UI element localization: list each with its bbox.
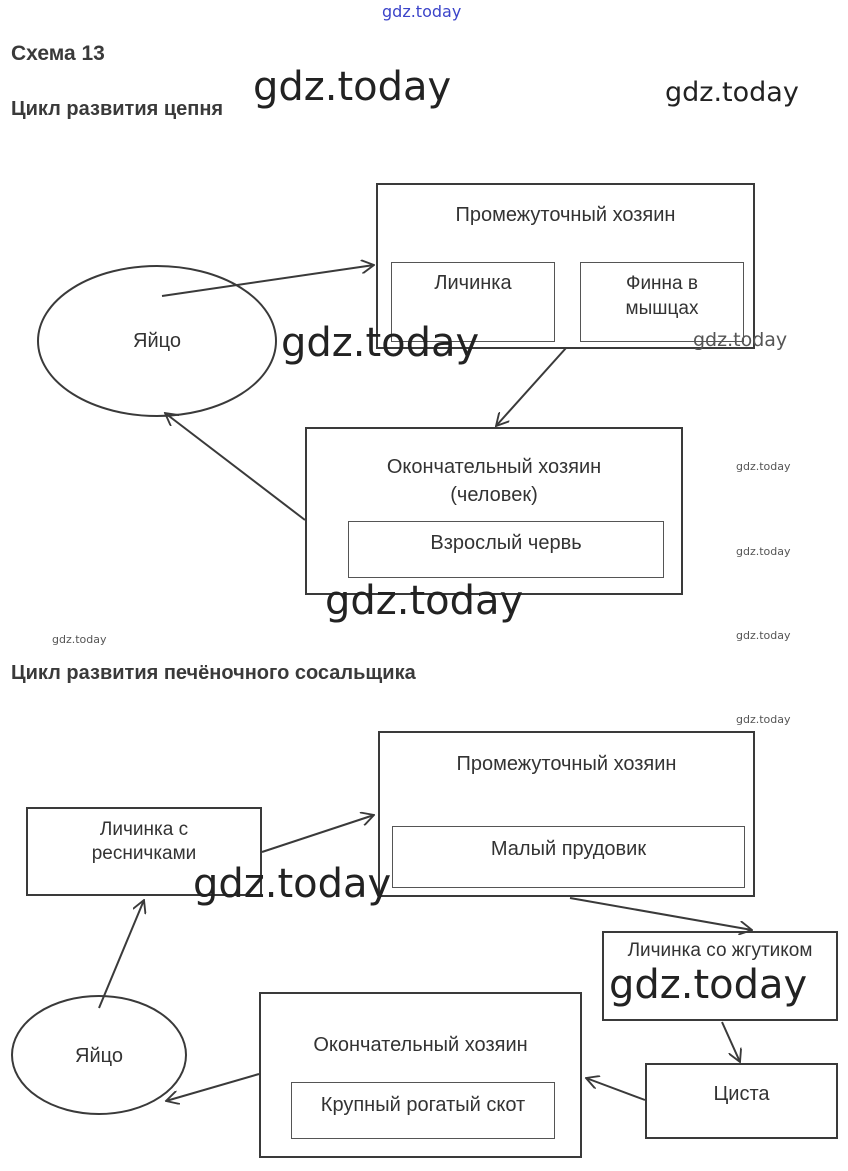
intermediate-host-label-2: Промежуточный хозяин [456, 753, 677, 775]
larva-label: Личинка [434, 272, 512, 294]
adult-worm-box [348, 521, 664, 578]
larva-box [391, 262, 555, 342]
arrow-final-to-egg [165, 413, 306, 521]
flagellum-larva-label: Личинка со жгутиком [627, 940, 813, 961]
arrow-intermediate-to-flagellum-larva [569, 897, 752, 930]
egg-label-1: Яйцо [133, 330, 181, 352]
finna-box [580, 262, 744, 342]
intermediate-host-box-1 [376, 183, 755, 349]
watermark-top: gdz.today [382, 2, 462, 21]
intermediate-host-label-1: Промежуточный хозяин [455, 204, 676, 226]
adult-worm-label: Взрослый червь [430, 532, 582, 554]
snail-label: Малый прудовик [490, 838, 647, 860]
page-title: Схема 13 [11, 42, 105, 65]
cilia-larva-label-line2: ресничками [91, 843, 197, 864]
arrow-flagellum-larva-to-cyst [721, 1021, 740, 1062]
egg-ellipse-1 [37, 265, 277, 417]
finna-label-line1: Финна в [626, 273, 698, 294]
cilia-larva-label-line1: Личинка с [99, 819, 189, 840]
final-host-label-line1: Окончательный хозяин [386, 456, 602, 478]
watermark-tiny: gdz.today [736, 460, 791, 473]
arrow-egg-to-intermediate [161, 265, 374, 297]
watermark-large: gdz.today [281, 320, 480, 366]
cyst-label: Циста [713, 1083, 770, 1105]
watermark-medium: gdz.today [665, 77, 799, 108]
watermark-large: gdz.today [609, 962, 808, 1008]
flagellum-larva-box [602, 931, 838, 1021]
egg-ellipse-2 [11, 995, 187, 1115]
arrow-cyst-to-final-host [586, 1078, 646, 1101]
arrow-egg-to-cilia-larva [98, 900, 144, 1009]
watermark-tiny: gdz.today [52, 633, 107, 646]
watermark-small: gdz.today [693, 329, 788, 351]
finna-label-line2: мышцах [625, 298, 699, 319]
arrow-final-host-to-egg [166, 1073, 260, 1101]
watermark-tiny: gdz.today [736, 545, 791, 558]
final-host-label-line2: (человек) [450, 484, 538, 506]
arrow-cilia-larva-to-intermediate [261, 815, 374, 853]
cyst-box [645, 1063, 838, 1139]
final-host-box-2 [259, 992, 582, 1158]
cattle-label: Крупный рогатый скот [320, 1094, 526, 1116]
watermark-large: gdz.today [193, 861, 392, 907]
arrow-intermediate-to-final [496, 347, 567, 426]
cattle-box [291, 1082, 555, 1139]
section-title-liver-fluke: Цикл развития печёночного сосальщика [11, 662, 416, 684]
final-host-label-2: Окончательный хозяин [313, 1034, 528, 1056]
watermark-large: gdz.today [325, 578, 524, 624]
snail-box [392, 826, 745, 888]
final-host-box-1 [305, 427, 683, 595]
cilia-larva-box [26, 807, 262, 896]
watermark-tiny: gdz.today [736, 629, 791, 642]
intermediate-host-box-2 [378, 731, 755, 897]
watermark-large: gdz.today [253, 64, 452, 110]
section-title-tapeworm: Цикл развития цепня [11, 98, 224, 120]
egg-label-2: Яйцо [75, 1045, 123, 1067]
watermark-tiny: gdz.today [736, 713, 791, 726]
